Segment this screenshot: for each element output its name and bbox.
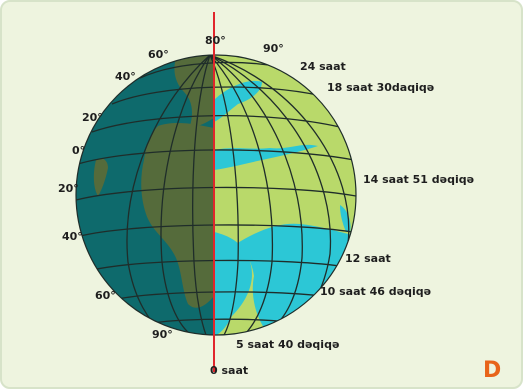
lat-label-20-north: 20° — [82, 111, 103, 124]
day-length-10: 10 saat 46 dəqiqə — [320, 285, 431, 298]
day-length-24: 24 saat — [300, 60, 346, 73]
day-length-14: 14 saat 51 dəqiqə — [363, 173, 474, 186]
latitude-labels: 80° 90° 60° 40° 20° 0° 20° 40° 60° 90° — [58, 34, 284, 341]
lat-label-40-north: 40° — [115, 70, 136, 83]
lat-label-60-north: 60° — [148, 48, 169, 61]
globe-outline — [75, 54, 357, 336]
day-length-5: 5 saat 40 dəqiqə — [236, 338, 339, 351]
lat-label-60-south: 60° — [95, 289, 116, 302]
lat-label-90-north: 90° — [263, 42, 284, 55]
day-length-labels: 24 saat 18 saat 30daqiqə 14 saat 51 dəqi… — [210, 60, 474, 377]
day-length-0: 0 saat — [210, 364, 248, 377]
day-oceans — [214, 80, 356, 335]
lat-label-40-south: 40° — [62, 230, 83, 243]
lat-label-top: 80° — [205, 34, 226, 47]
lat-label-90-south: 90° — [152, 328, 173, 341]
day-length-18: 18 saat 30daqiqə — [327, 81, 434, 94]
panel-letter: D — [483, 358, 501, 383]
day-length-12: 12 saat — [345, 252, 391, 265]
lat-label-equator: 0° — [72, 144, 85, 157]
lat-label-20-south: 20° — [58, 182, 79, 195]
night-land — [93, 55, 214, 308]
